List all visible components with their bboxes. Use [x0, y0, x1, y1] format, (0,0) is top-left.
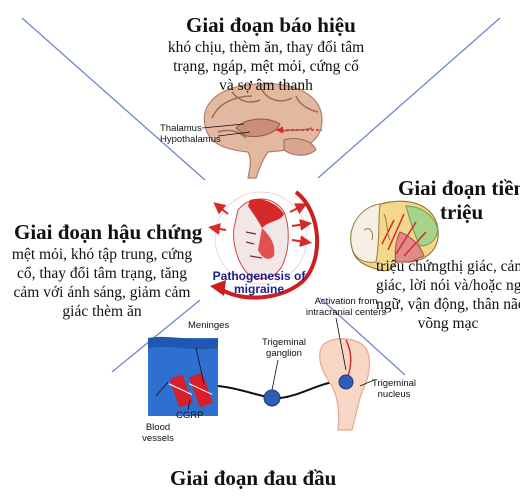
divider-lines	[21, 17, 501, 376]
trigeminal-ganglion-label: Trigeminal ganglion	[254, 337, 314, 359]
divider-line-bottom-right	[319, 297, 406, 376]
cgrp-label: CGRP	[176, 410, 204, 421]
divider-line-top-right	[317, 17, 501, 179]
prodrome-desc-line: trạng, ngáp, mệt mỏi, cứng cổ	[173, 58, 359, 75]
thalamus-label: Thalamus	[160, 123, 202, 134]
aura-description: triệu chứngthị giác, cảm giác, lời nói v…	[376, 257, 520, 333]
prodrome-title: Giai đoạn báo hiệu	[186, 13, 356, 37]
postdrome-desc-line: cổ, thay đổi tâm trạng, tăng	[16, 265, 188, 282]
center-label: Pathogenesis of migraine	[204, 270, 314, 296]
aura-desc-line: võng mạc	[417, 315, 479, 332]
meninges-label: Meninges	[188, 320, 230, 331]
trigeminal-pathway-illustration	[148, 317, 375, 431]
trigeminal-ganglion-line: ganglion	[266, 348, 302, 359]
headache-title: Giai đoạn đau đầu	[170, 466, 337, 490]
trigeminal-ganglion-line: Trigeminal	[262, 337, 306, 348]
blood-vessels-line: Blood	[145, 422, 171, 433]
trigeminal-nucleus-label: Trigeminal nucleus	[364, 378, 424, 400]
prodrome-description: khó chịu, thèm ăn, thay đổi tâm trạng, n…	[150, 38, 382, 95]
activation-label-line: intracranial centers	[305, 307, 387, 318]
aura-desc-line: triệu chứngthị giác, cảm	[376, 258, 520, 275]
postdrome-desc-line: mệt mỏi, khó tập trung, cứng	[11, 246, 193, 263]
activation-label-line: Activation from	[314, 296, 378, 307]
prodrome-desc-line: và sợ âm thanh	[219, 77, 313, 94]
blood-vessels-label: Blood vessels	[138, 422, 178, 444]
blood-vessel-2	[188, 372, 214, 408]
postdrome-desc-line: giác thèm ăn	[62, 303, 142, 320]
prodrome-desc-line: khó chịu, thèm ăn, thay đổi tâm	[167, 39, 365, 56]
divider-line-bottom-left	[111, 299, 201, 373]
postdrome-desc-line: cảm với ánh sáng, giảm cảm	[13, 284, 191, 301]
trigeminal-nucleus-line: Trigeminal	[372, 378, 416, 389]
postdrome-description: mệt mỏi, khó tập trung, cứng cổ, thay đổ…	[6, 245, 198, 321]
activation-label: Activation from intracranial centers	[296, 296, 396, 318]
aura-desc-line: ngữ, vận động, thân não,	[376, 296, 520, 313]
divider-line-top-left	[21, 17, 206, 181]
brain-sagittal-illustration	[201, 83, 323, 179]
migraine-face-illustration	[208, 191, 312, 285]
aura-title-line: Giai đoạn tiền	[398, 176, 520, 200]
postdrome-title: Giai đoạn hậu chứng	[14, 220, 203, 244]
aura-title-line: triệu	[440, 200, 484, 224]
center-label-line: migraine	[233, 282, 284, 296]
blood-vessels-line: vessels	[142, 433, 174, 444]
aura-desc-line: giác, lời nói và/hoặc ngôn	[376, 277, 520, 294]
trigeminal-nucleus-line: nucleus	[377, 389, 411, 400]
center-label-line: Pathogenesis of	[212, 269, 306, 283]
aura-title: Giai đoạn tiền triệu	[398, 176, 520, 224]
cycle-arrow	[210, 190, 320, 300]
blood-vessel-1	[168, 374, 193, 408]
hypothalamus-label: Hypothalamus	[160, 134, 221, 145]
brain-lateral-illustration	[350, 200, 439, 272]
